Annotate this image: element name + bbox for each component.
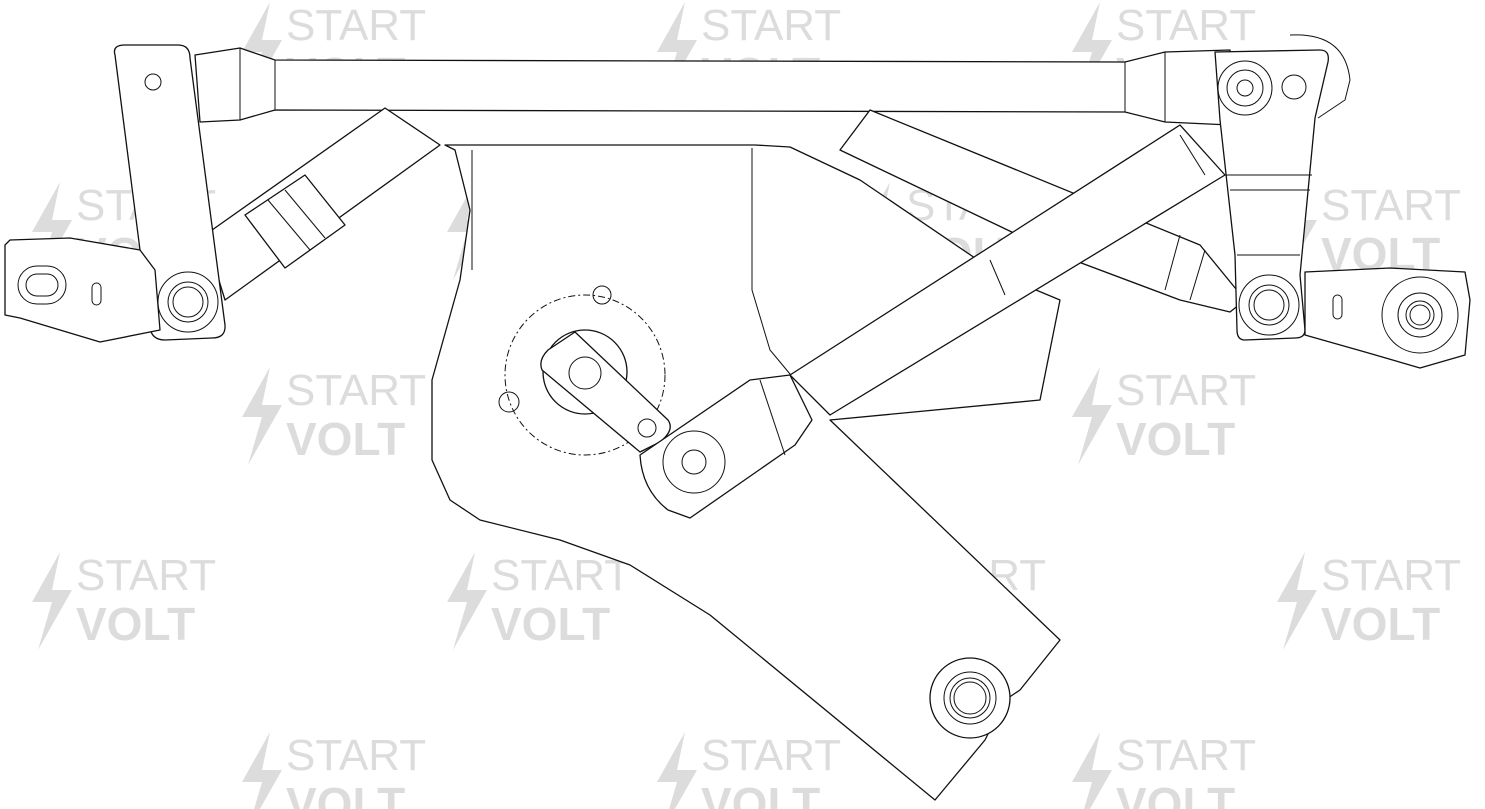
- lightning-bolt-icon: [32, 182, 72, 280]
- watermark-line1: START: [1321, 181, 1461, 230]
- watermark-line1: START: [1116, 366, 1256, 415]
- watermark-line1: START: [701, 1, 841, 50]
- right-crossing-rods: [789, 109, 1246, 416]
- watermark-line1: START: [286, 366, 426, 415]
- lower-mounting-grommet: [929, 657, 1011, 739]
- left-mount-bracket: [4, 237, 161, 343]
- watermark-line1: START: [491, 551, 631, 600]
- watermark-line2: VOLT: [76, 598, 195, 650]
- lightning-bolt-icon: [1072, 367, 1112, 465]
- watermark-line1: START: [1321, 551, 1461, 600]
- watermark-line2: VOLT: [1116, 413, 1235, 465]
- motor-shaft-assembly: [498, 285, 671, 456]
- right-crank-arm: [1214, 34, 1351, 341]
- lightning-bolt-icon: [1072, 2, 1112, 100]
- left-diagonal-rod: [204, 107, 441, 301]
- lightning-bolt-icon: [242, 367, 282, 465]
- watermark-line2: VOLT: [1321, 598, 1440, 650]
- lightning-bolt-icon: [242, 732, 282, 809]
- watermark-line2: VOLT: [286, 778, 405, 809]
- lightning-bolt-icon: [242, 2, 282, 100]
- watermark-line1: START: [1116, 731, 1256, 780]
- lightning-bolt-icon: [657, 732, 697, 809]
- lightning-bolt-icon: [32, 552, 72, 650]
- right-mount-bracket: [1304, 267, 1471, 369]
- watermark-line1: START: [701, 731, 841, 780]
- lightning-bolt-icon: [1072, 732, 1112, 809]
- watermark-line2: VOLT: [701, 778, 820, 809]
- watermark-line2: VOLT: [1116, 778, 1235, 809]
- lightning-bolt-icon: [447, 552, 487, 650]
- watermark-line1: START: [1116, 1, 1256, 50]
- watermark-line1: START: [286, 1, 426, 50]
- central-drive-link: [639, 374, 813, 519]
- watermark-line2: VOLT: [491, 598, 610, 650]
- watermark-line1: START: [286, 731, 426, 780]
- lightning-bolt-icon: [1277, 552, 1317, 650]
- watermark-line1: START: [76, 551, 216, 600]
- watermark-line2: VOLT: [286, 413, 405, 465]
- lightning-bolt-icon: [657, 2, 697, 100]
